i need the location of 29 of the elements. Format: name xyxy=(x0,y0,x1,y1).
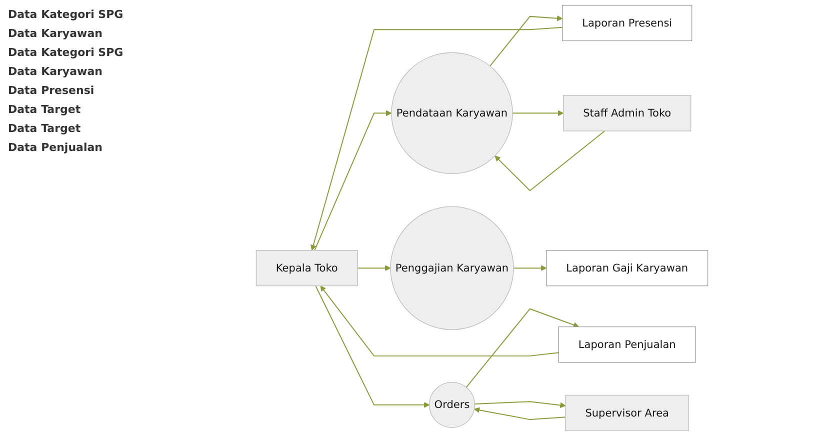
node-box: Laporan Penjualan xyxy=(558,326,696,363)
flow-label: Data Kategori SPG xyxy=(8,46,124,59)
node-box: Supervisor Area xyxy=(565,394,690,432)
flow-label: Data Penjualan xyxy=(8,141,104,154)
arrow xyxy=(490,15,563,67)
node-circle: Orders xyxy=(429,382,475,428)
flow-label: Data Karyawan xyxy=(8,65,104,78)
arrow xyxy=(320,286,560,356)
node-box: Laporan Gaji Karyawan xyxy=(546,250,708,286)
arrow xyxy=(315,285,430,408)
node-box: Staff Admin Toko xyxy=(563,95,692,132)
flow-label: Data Presensi xyxy=(8,84,96,97)
arrow xyxy=(474,401,566,408)
arrow xyxy=(513,265,547,271)
arrow xyxy=(474,407,566,420)
arrow xyxy=(310,26,563,251)
flow-label: Data Target xyxy=(8,103,82,116)
node-circle: Pendataan Karyawan xyxy=(391,52,513,174)
arrow xyxy=(357,265,391,271)
node-box: Laporan Presensi xyxy=(562,4,692,42)
arrow xyxy=(314,110,392,251)
flow-label: Data Karyawan xyxy=(8,27,104,40)
node-box: Kepala Toko xyxy=(256,250,358,286)
flow-label: Data Target xyxy=(8,122,82,135)
arrow xyxy=(512,110,564,116)
node-circle: Penggajian Karyawan xyxy=(390,206,514,330)
flow-label: Data Kategori SPG xyxy=(8,8,124,21)
arrow xyxy=(494,130,606,192)
arrow xyxy=(466,308,580,388)
